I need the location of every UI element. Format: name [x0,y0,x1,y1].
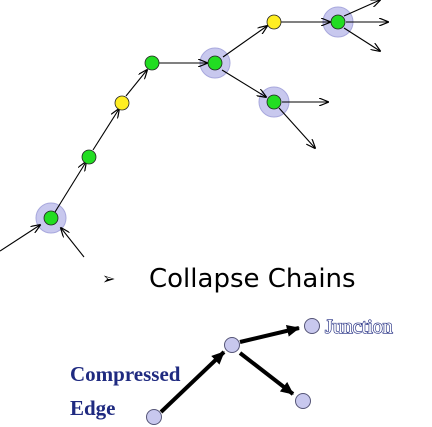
edge-n7-out-down [278,107,315,148]
node-n7 [266,94,282,110]
node-junction [224,337,240,353]
edge-incoming-below [61,228,85,258]
node-junction-right [304,318,320,334]
top-nodes [43,14,346,226]
node-n5 [207,55,223,71]
node-n8 [330,14,346,30]
node-n3 [114,95,130,111]
top-graph [0,0,388,258]
node-compressed-start [146,409,162,425]
compressed-label-line2: Edge [70,396,116,420]
bottom-graph: Junction Compressed Edge [70,315,393,425]
node-n6 [266,14,282,30]
bottom-nodes [146,318,320,425]
node-n1 [43,210,59,226]
edge-n5-n6 [222,26,267,58]
edge-n8-out-up [343,0,380,17]
node-junction-lower [295,393,311,409]
node-n2 [81,149,97,165]
edge-n2-n3 [92,109,119,151]
bullet-heading: ➢ Collapse Chains [102,264,356,294]
bullet-arrow-icon: ➢ [102,269,115,288]
heading-collapse-chains: Collapse Chains [149,264,356,294]
bottom-edges [159,324,300,414]
halos [35,6,354,234]
node-n4 [144,55,160,71]
top-edges [0,0,388,258]
edge-incoming-left [0,225,40,252]
junction-label: Junction [325,316,393,338]
edge-n8-out-down [343,27,380,51]
edge-n5-n7 [221,69,266,97]
compressed-edge [159,350,226,414]
edge-junction-lower [238,351,295,396]
compressed-label-line1: Compressed [70,362,181,386]
edge-n1-n2 [54,162,86,213]
edge-junction-right [239,324,300,344]
edge-n3-n4 [125,70,147,97]
